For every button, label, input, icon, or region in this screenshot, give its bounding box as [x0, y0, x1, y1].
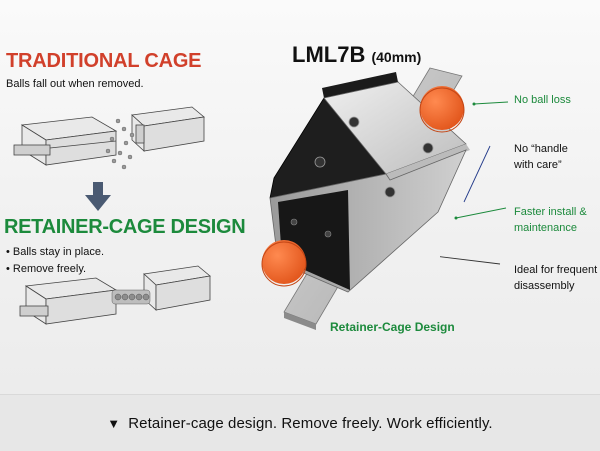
- product-caption: Retainer-Cage Design: [330, 320, 455, 334]
- retainer-cage-title: RETAINER-CAGE DESIGN: [4, 216, 246, 238]
- traditional-cage-subtitle: Balls fall out when removed.: [6, 78, 144, 90]
- feature-frequent-disassembly: Ideal for frequent disassembly: [514, 264, 598, 292]
- model-length: (40mm): [371, 49, 422, 65]
- orange-cap-bottom: [261, 240, 307, 287]
- triangle-down-icon: ▼: [107, 415, 121, 431]
- retainer-bullets: • Balls stay in place. • Remove freely.: [6, 244, 104, 278]
- model-name: LML7B: [292, 42, 366, 67]
- feature-no-ball-loss: No ball loss: [514, 94, 571, 106]
- banner-text: Retainer-cage design. Remove freely. Wor…: [128, 414, 493, 432]
- bottom-banner: ▼ Retainer-cage design. Remove freely. W…: [0, 394, 600, 451]
- traditional-cage-title: TRADITIONAL CAGE: [6, 50, 202, 72]
- linear-guide-image: [261, 67, 470, 330]
- product-model: LML7B (40mm): [292, 42, 421, 68]
- bullet-remove-freely: • Remove freely.: [6, 263, 87, 275]
- orange-cap-top: [419, 86, 465, 133]
- traditional-cage-illustration: [13, 106, 205, 170]
- feature-faster-install: Faster install & maintenance: [514, 206, 587, 234]
- retainer-cage-illustration: [19, 265, 211, 325]
- feature-no-handle-with-care: No “handle with care”: [514, 143, 568, 171]
- bullet-balls-stay: • Balls stay in place.: [6, 246, 105, 258]
- main-panel: TRADITIONAL CAGE Balls fall out when rem…: [0, 0, 600, 394]
- feature-callout-lines: [440, 101, 509, 265]
- down-arrow-icon: [85, 182, 111, 211]
